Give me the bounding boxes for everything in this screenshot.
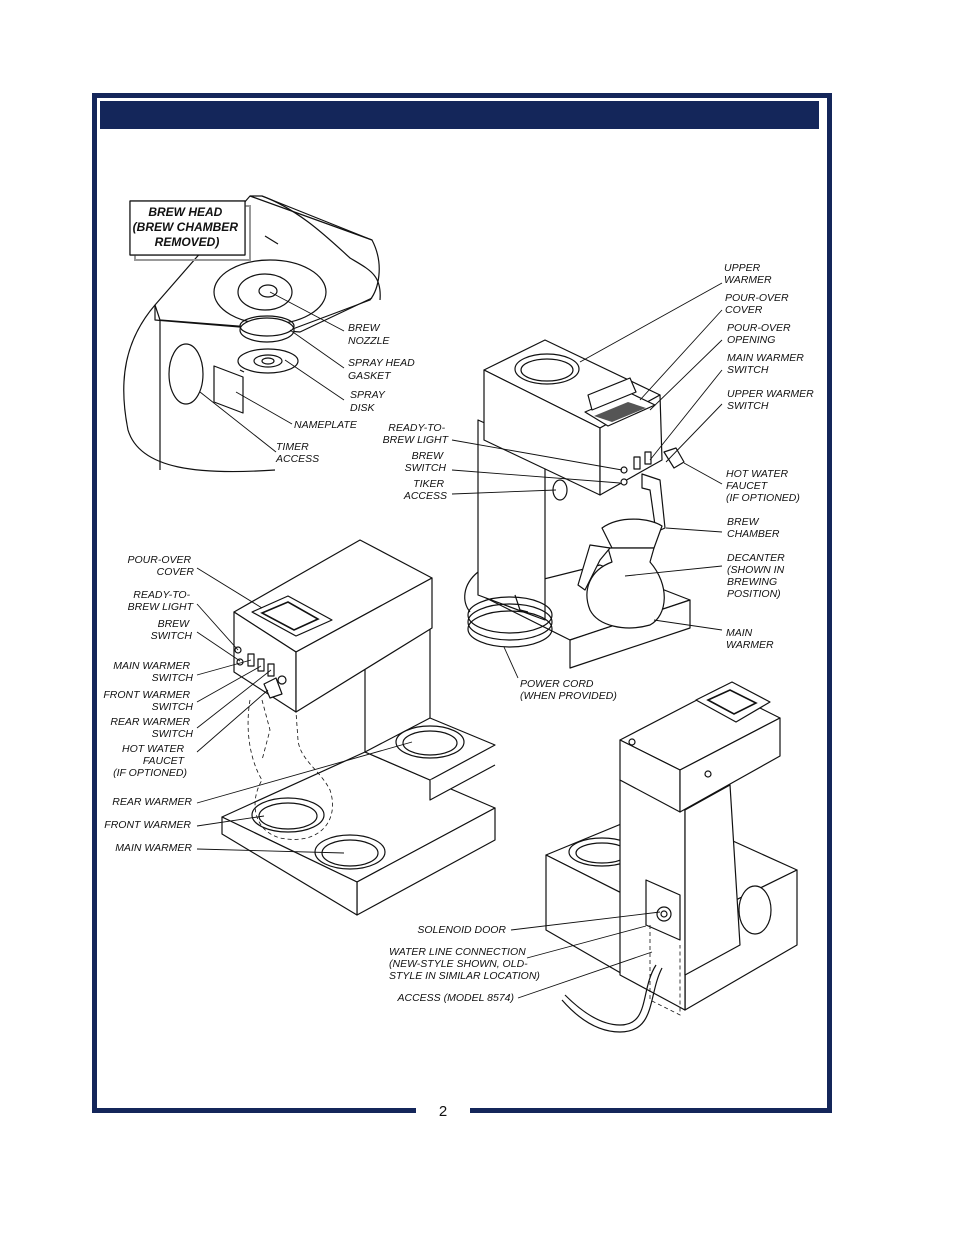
rear-view-illustration	[545, 681, 798, 1033]
tw-pour-over-cover-label: POUR-OVER COVER	[127, 554, 194, 578]
spray-head-gasket-label: SPRAY HEAD GASKET	[348, 357, 418, 382]
page-number-gap	[416, 1103, 470, 1119]
tw-rear-warmer-label: REAR WARMER	[112, 796, 192, 808]
main-warmer-switch-label: MAIN WARMER SWITCH	[727, 352, 807, 376]
hot-water-faucet-label: HOT WATER FAUCET (IF OPTIONED)	[726, 468, 800, 504]
brew-nozzle-label: BREW NOZZLE	[348, 322, 390, 347]
access-model-label: ACCESS (MODEL 8574)	[396, 992, 514, 1004]
nameplate-label: NAMEPLATE	[294, 419, 358, 431]
three-warmer-leader-lines	[196, 567, 413, 854]
tiker-access-label: TIKER ACCESS	[403, 478, 447, 502]
tw-brew-switch-label: BREW SWITCH	[151, 618, 193, 642]
single-brewer-illustration	[464, 339, 691, 669]
rear-view-leader-lines	[510, 911, 661, 999]
tw-main-warmer-label: MAIN WARMER	[115, 842, 192, 854]
timer-access-label: TIMER ACCESS	[275, 441, 319, 465]
water-line-connection-label: WATER LINE CONNECTION (NEW-STYLE SHOWN, …	[389, 946, 540, 982]
ready-to-brew-light-label: READY-TO- BREW LIGHT	[383, 422, 450, 446]
main-warmer-label: MAIN WARMER	[726, 627, 774, 651]
tw-hot-water-faucet-label: HOT WATER FAUCET (IF OPTIONED)	[113, 743, 187, 779]
tw-ready-to-brew-light-label: READY-TO- BREW LIGHT	[128, 589, 195, 613]
solenoid-door-label: SOLENOID DOOR	[417, 924, 506, 936]
tw-front-warmer-label: FRONT WARMER	[104, 819, 191, 831]
tw-rear-warmer-switch-label: REAR WARMER SWITCH	[110, 716, 193, 740]
title-bar	[100, 101, 819, 129]
tw-front-warmer-switch-label: FRONT WARMER SWITCH	[103, 689, 193, 713]
decanter-label: DECANTER (SHOWN IN BREWING POSITION)	[727, 552, 788, 600]
brew-head-callout: BREW HEAD (BREW CHAMBER REMOVED)	[133, 205, 242, 249]
pour-over-cover-label: POUR-OVER COVER	[725, 292, 792, 316]
single-brewer-leader-lines	[451, 282, 723, 679]
page-number: 2	[438, 1103, 448, 1120]
three-warmer-brewer-illustration	[221, 539, 496, 916]
brew-chamber-label: BREW CHAMBER	[727, 516, 780, 540]
pour-over-opening-label: POUR-OVER OPENING	[727, 322, 794, 346]
tw-main-warmer-switch-label: MAIN WARMER SWITCH	[113, 660, 193, 684]
brew-switch-label: BREW SWITCH	[405, 450, 447, 474]
brew-head-leader-lines	[199, 291, 345, 453]
upper-warmer-switch-label: UPPER WARMER SWITCH	[727, 388, 817, 412]
upper-warmer-label: UPPER WARMER	[724, 262, 772, 286]
power-cord-label: POWER CORD (WHEN PROVIDED)	[520, 678, 617, 702]
spray-disk-label: SPRAY DISK	[350, 389, 388, 414]
